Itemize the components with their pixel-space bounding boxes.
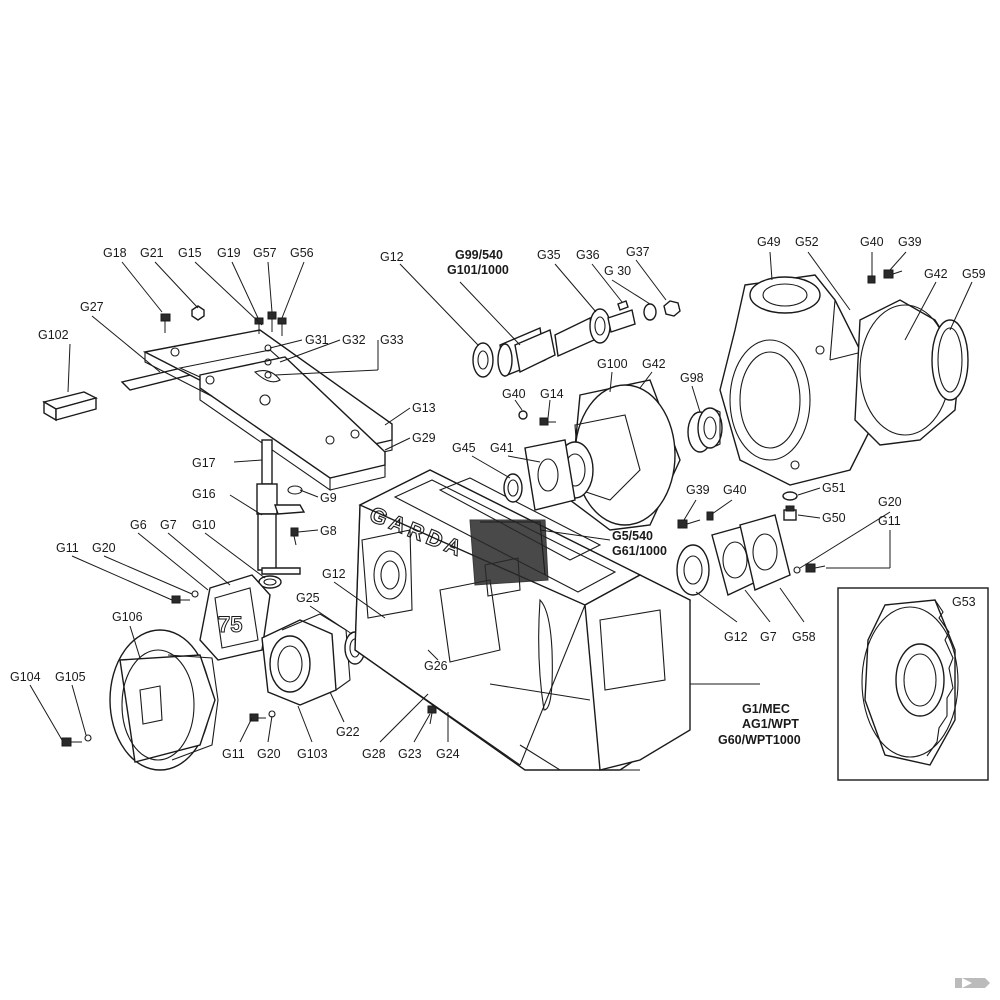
label-g39-top: G39 <box>898 235 922 249</box>
label-g18: G18 <box>103 246 127 260</box>
label-g15: G15 <box>178 246 202 260</box>
part-g100-bell-housing <box>503 379 681 531</box>
label-g42-middle: G42 <box>642 357 666 371</box>
label-g11-left: G11 <box>56 541 79 555</box>
leader-lines <box>29 251 973 743</box>
label-g17: G17 <box>192 456 216 470</box>
label-g40-middle: G40 <box>502 387 526 401</box>
label-g25: G25 <box>296 591 320 605</box>
label-g40-right: G40 <box>723 483 747 497</box>
label-g7-left: G7 <box>160 518 177 532</box>
label-g36: G36 <box>576 248 600 262</box>
part-labels: G18 G21 G15 G19 G57 G56 G27 G102 G31 G32… <box>10 235 986 761</box>
label-g49: G49 <box>757 235 781 249</box>
part-g102-block <box>42 391 98 422</box>
label-g57: G57 <box>253 246 277 260</box>
label-g40-top: G40 <box>860 235 884 249</box>
label-g22: G22 <box>336 725 360 739</box>
label-g98: G98 <box>680 371 704 385</box>
label-g102: G102 <box>38 328 69 342</box>
label-g59: G59 <box>962 267 986 281</box>
label-g24: G24 <box>436 747 460 761</box>
part-g98-seal <box>687 407 723 453</box>
label-g7-right: G7 <box>760 630 777 644</box>
label-g1-mec: G1/MEC <box>742 702 790 716</box>
label-g5-540: G5/540 <box>612 529 653 543</box>
label-g45: G45 <box>452 441 476 455</box>
part-g99-input-shaft <box>472 300 681 378</box>
label-g20-right: G20 <box>878 495 902 509</box>
label-g16: G16 <box>192 487 216 501</box>
label-g35: G35 <box>537 248 561 262</box>
label-g20-bottom: G20 <box>257 747 281 761</box>
part-bolts-top <box>160 305 287 379</box>
label-g101-1000: G101/1000 <box>447 263 509 277</box>
part-right-bearing-set <box>676 514 791 596</box>
label-g13: G13 <box>412 401 436 415</box>
label-g14: G14 <box>540 387 564 401</box>
label-g103: G103 <box>297 747 328 761</box>
label-g10: G10 <box>192 518 216 532</box>
label-g19: G19 <box>217 246 241 260</box>
label-g11-right: G11 <box>878 514 901 528</box>
label-g52: G52 <box>795 235 819 249</box>
label-g39-middle: G39 <box>686 483 710 497</box>
part-top-cover-assembly <box>120 329 393 492</box>
label-g51: G51 <box>822 481 846 495</box>
part-g103-housing <box>249 613 351 722</box>
label-g42-top: G42 <box>924 267 948 281</box>
part-shift-rod <box>256 439 306 589</box>
part-main-gearbox-housing: GARDA <box>354 469 691 771</box>
label-g27: G27 <box>80 300 104 314</box>
label-g11-bottom: G11 <box>222 747 245 761</box>
label-g8: G8 <box>320 524 337 538</box>
label-g99-540: G99/540 <box>455 248 503 262</box>
part-right-bolts <box>677 511 826 574</box>
label-g31: G31 <box>305 333 329 347</box>
label-g53: G53 <box>952 595 976 609</box>
part-g50-g51-plugs <box>782 491 798 521</box>
part-g6-cover: 75 <box>171 574 271 661</box>
label-g37: G37 <box>626 245 650 259</box>
part-g5-gear <box>480 521 546 576</box>
label-g61-1000: G61/1000 <box>612 544 667 558</box>
label-g-30: G 30 <box>604 264 631 278</box>
label-g41: G41 <box>490 441 514 455</box>
label-g12-top: G12 <box>380 250 404 264</box>
part-g42-g59-ring <box>854 269 969 446</box>
label-g32: G32 <box>342 333 366 347</box>
label-ag1-wpt: AG1/WPT <box>742 717 799 731</box>
label-g12-right: G12 <box>724 630 748 644</box>
label-g33: G33 <box>380 333 404 347</box>
label-g60-wpt1000: G60/WPT1000 <box>718 733 801 747</box>
label-g29: G29 <box>412 431 436 445</box>
label-g106: G106 <box>112 610 143 624</box>
label-g20-left: G20 <box>92 541 116 555</box>
label-g23: G23 <box>398 747 422 761</box>
inset-g53-box <box>837 587 989 781</box>
label-g6: G6 <box>130 518 147 532</box>
part-g49-pump-body <box>719 274 881 486</box>
label-g28: G28 <box>362 747 386 761</box>
label-g100: G100 <box>597 357 628 371</box>
label-g105: G105 <box>55 670 86 684</box>
label-g26: G26 <box>424 659 448 673</box>
label-g21: G21 <box>140 246 164 260</box>
label-g9: G9 <box>320 491 337 505</box>
label-g56: G56 <box>290 246 314 260</box>
part-g106-guard <box>61 629 219 771</box>
label-g58: G58 <box>792 630 816 644</box>
cover-model-number: 75 <box>218 612 242 637</box>
label-g12-middle: G12 <box>322 567 346 581</box>
corner-logo <box>955 978 990 988</box>
label-g50: G50 <box>822 511 846 525</box>
label-g104: G104 <box>10 670 41 684</box>
